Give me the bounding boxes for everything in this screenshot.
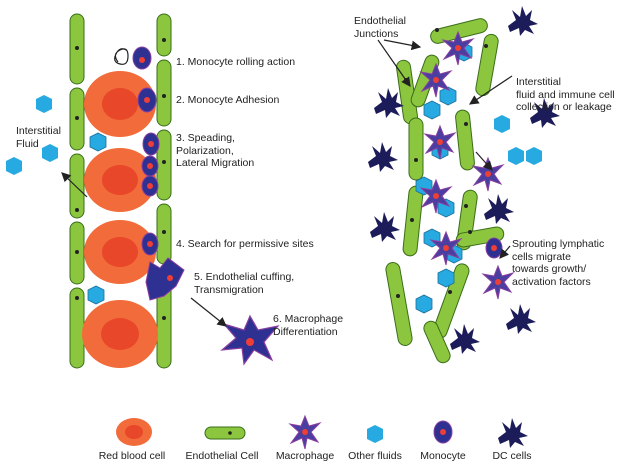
red-blood-cells <box>82 71 158 368</box>
monocytes-in-vessel <box>114 46 185 301</box>
interstitial-collection-label: Interstitial fluid and immune cell colle… <box>516 76 615 113</box>
sprouting-cells-label: Sprouting lymphatic cells migrate toward… <box>512 238 605 288</box>
interstitial-fluid-label: Interstitial Fluid <box>16 125 61 150</box>
left-blood-vessel <box>69 13 280 369</box>
right-lymphatic-vessel <box>385 18 514 364</box>
step-1-label: 1. Monocyte rolling action <box>176 56 296 68</box>
step-5-label: 5. Endothelial cuffing, Transmigration <box>194 271 295 296</box>
legend-label-dc-cells: DC cells <box>492 450 532 462</box>
differentiated-macrophage <box>220 314 280 366</box>
legend-icons <box>116 415 528 450</box>
legend-label-monocyte: Monocyte <box>420 450 466 462</box>
endothelial-junctions-label: Endothelial Junctions <box>354 15 406 40</box>
step-2-label: 2. Monocyte Adhesion <box>176 94 280 106</box>
legend-label-other-fluids: Other fluids <box>348 450 402 462</box>
legend-label-red-blood-cell: Red blood cell <box>98 450 166 462</box>
step-3-label: 3. Speading, Polarization, Lateral Migra… <box>176 132 255 169</box>
step-6-label: 6. Macrophage Differentiation <box>273 313 344 338</box>
legend-label-macrophage: Macrophage <box>275 450 335 462</box>
step-4-label: 4. Search for permissive sites <box>176 238 314 250</box>
legend-label-endothelial-cell: Endothelial Cell <box>185 450 259 462</box>
